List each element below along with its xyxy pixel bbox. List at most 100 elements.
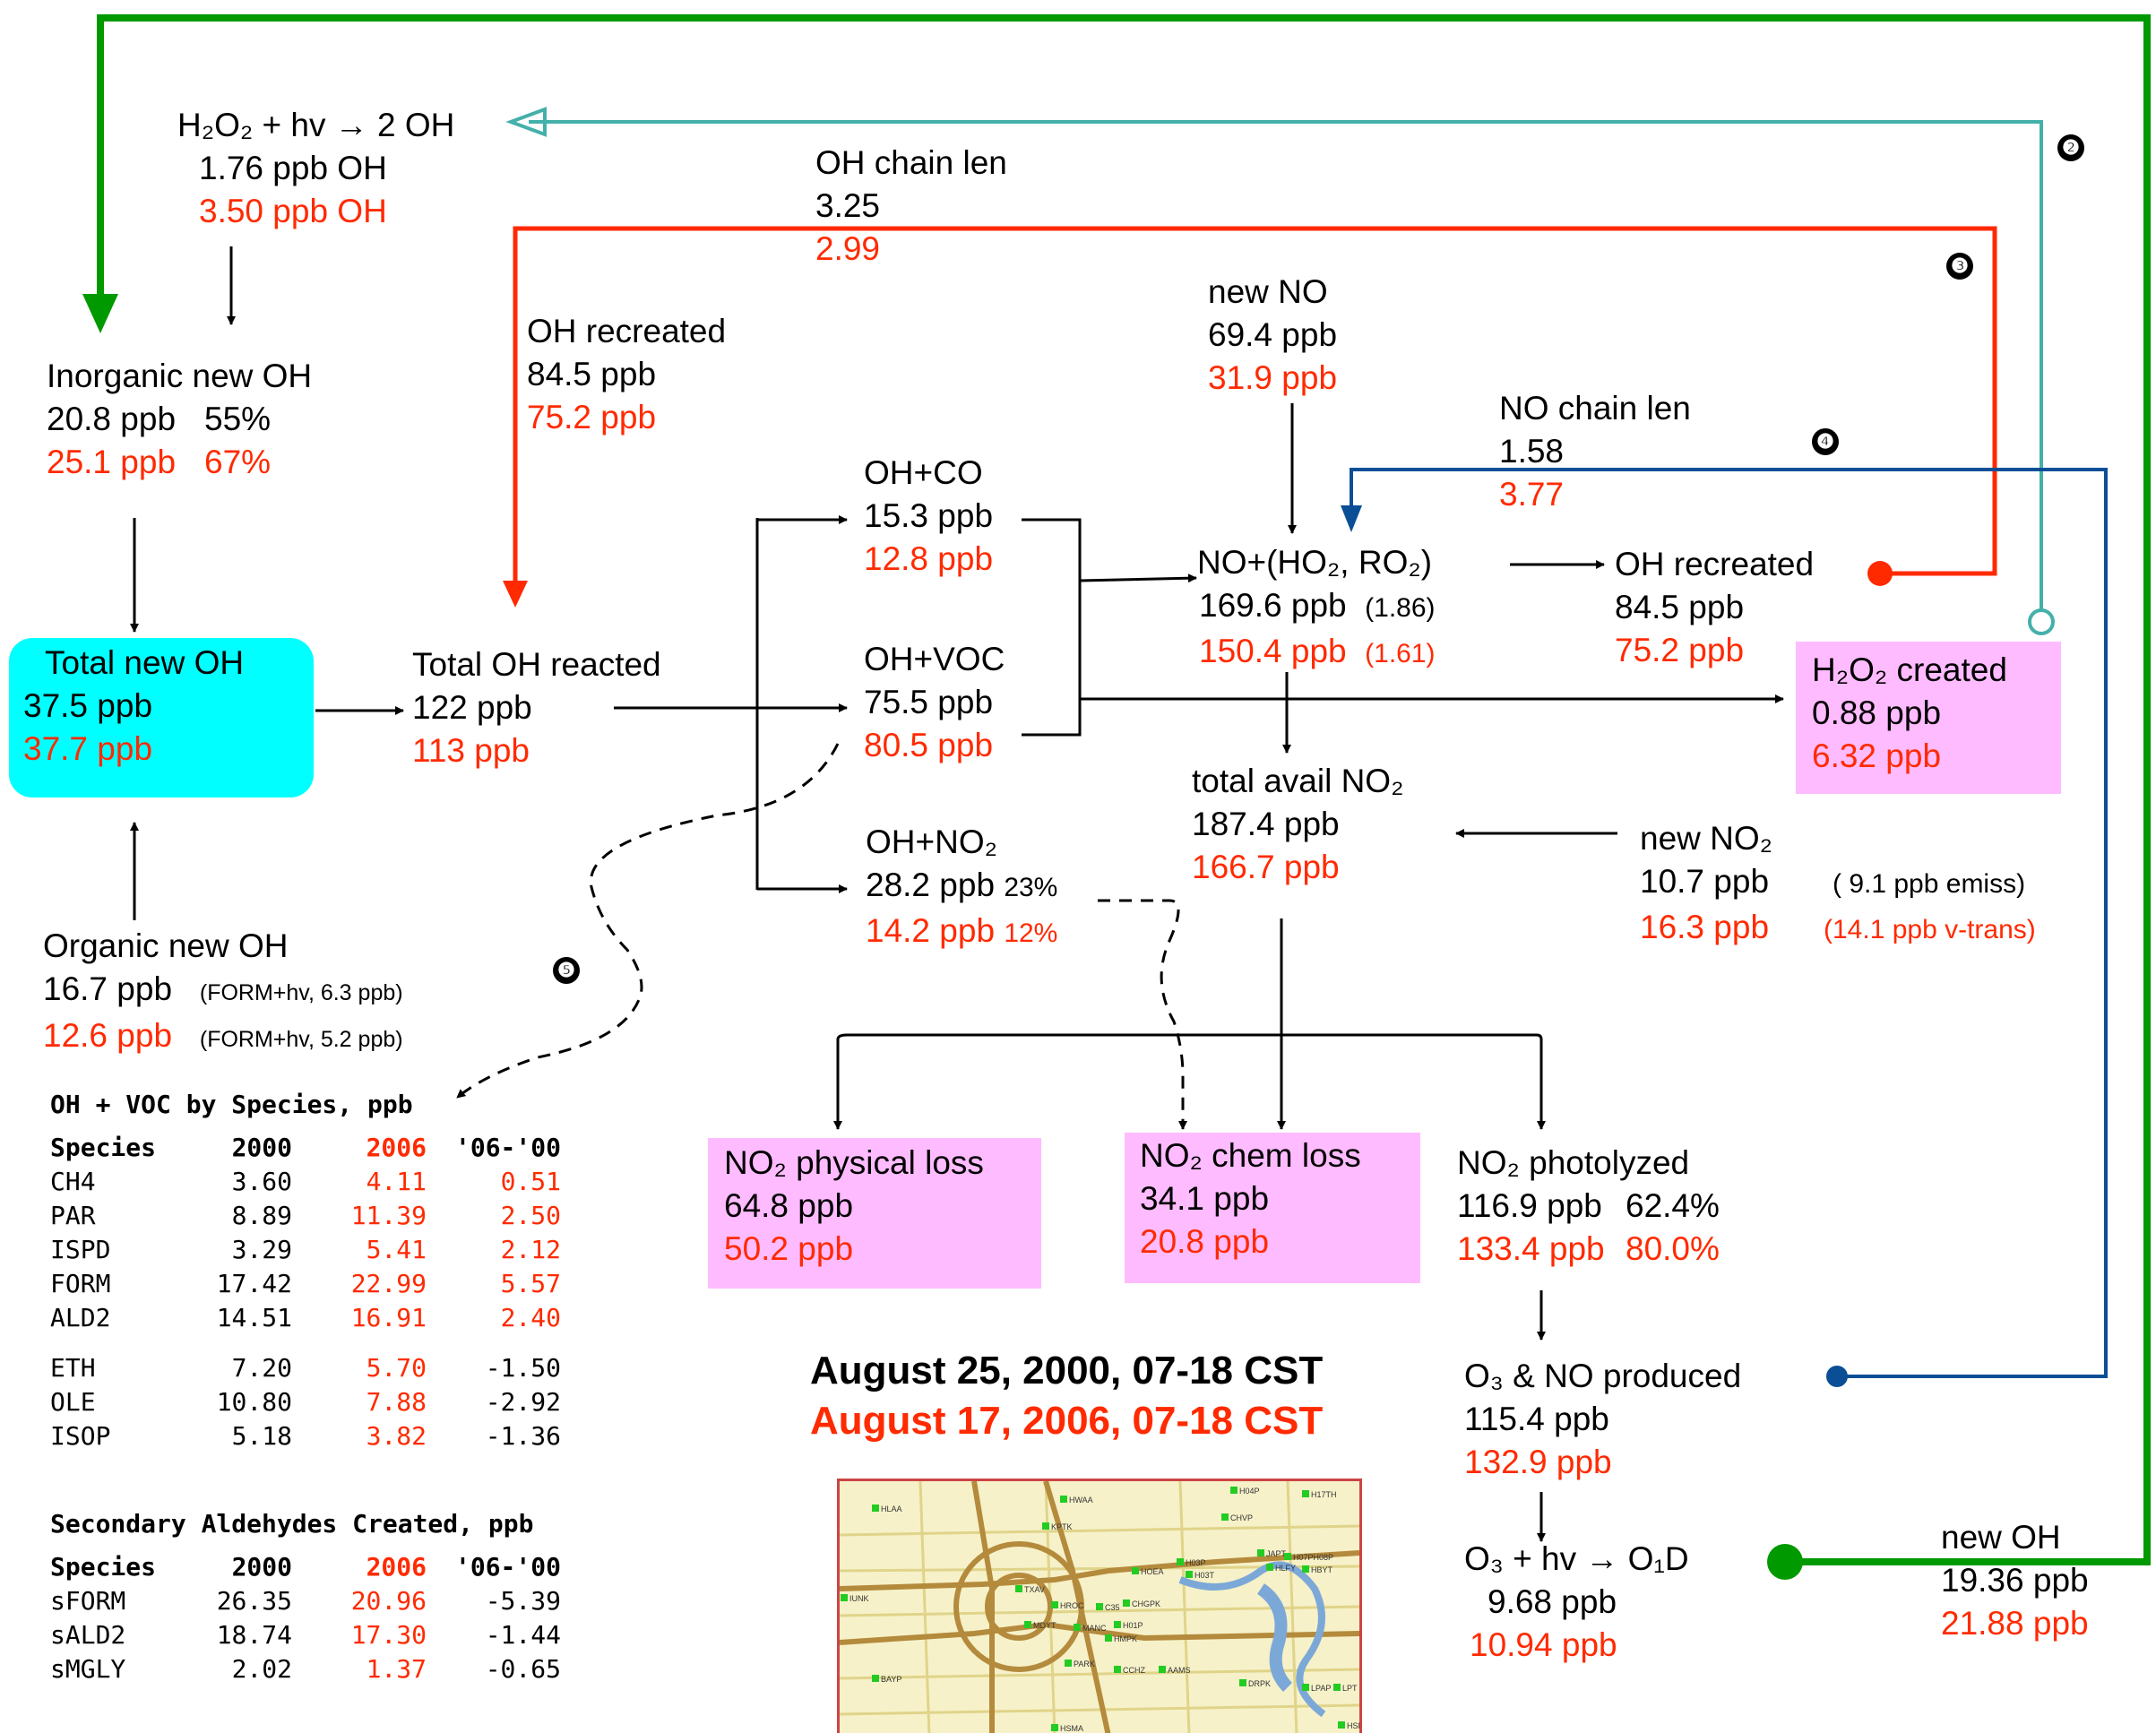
- value-2006-cell: 16.91: [350, 1303, 427, 1332]
- species-cell: ISPD: [50, 1235, 111, 1264]
- percent-2006: 80.0%: [1626, 1230, 1720, 1267]
- value-2000: 122 ppb: [412, 689, 532, 726]
- difference-cell: 0.51: [500, 1167, 561, 1196]
- value-2006: 14.2 ppb: [866, 912, 996, 949]
- species-cell: OLE: [50, 1387, 96, 1417]
- species-cell: sMGLY: [50, 1654, 126, 1684]
- green-arrowhead: [82, 294, 118, 333]
- value-2000-cell: 2.02: [231, 1654, 292, 1684]
- value-2006: 6.32 ppb: [1812, 737, 1942, 774]
- source-2006: (14.1 ppb v-trans): [1824, 915, 2036, 944]
- species-cell: ISOP: [50, 1421, 111, 1451]
- header-diff: '06-'00: [454, 1552, 561, 1582]
- monitor-pin: [1284, 1553, 1291, 1560]
- h2o2-created-box: [1796, 642, 2061, 794]
- species-cell: ALD2: [50, 1303, 111, 1332]
- value-2000: 34.1 ppb: [1140, 1180, 1270, 1217]
- node-title: OH+VOC: [864, 641, 1005, 677]
- value-2000-cell: 18.74: [216, 1620, 292, 1650]
- species-cell: ETH: [50, 1353, 96, 1383]
- blue-arrowhead: [1341, 505, 1362, 532]
- node-title: NO₂ photolyzed: [1457, 1144, 1690, 1181]
- value-2006: 3.50 ppb OH: [199, 193, 387, 229]
- header-2000: 2000: [231, 1552, 292, 1582]
- monitor-pin: [1024, 1621, 1031, 1628]
- value-2006-cell: 20.96: [350, 1586, 427, 1616]
- header-2000: 2000: [231, 1133, 292, 1162]
- value-2006-cell: 1.37: [366, 1654, 427, 1684]
- value-2006: 75.2 ppb: [1615, 632, 1745, 668]
- oh-chain-len-node: OH chain len 3.25 2.99: [815, 142, 1007, 271]
- monitor-label: H03T: [1194, 1571, 1215, 1580]
- monitor-pin: [1105, 1634, 1112, 1642]
- arrow-to-noho2: [1079, 573, 1197, 583]
- table-row: ALD2 14.51 16.91 2.40: [50, 1301, 561, 1335]
- monitor-label: HROC: [1060, 1601, 1084, 1610]
- species-cell: sFORM: [50, 1586, 126, 1616]
- monitor-label: CHVP: [1230, 1513, 1253, 1522]
- value-2000: 75.5 ppb: [864, 684, 994, 720]
- value-2006-cell: 17.30: [350, 1620, 427, 1650]
- row-2006: 14.2 ppb 12%: [866, 910, 1057, 955]
- monitor-label: KPTK: [1051, 1522, 1073, 1531]
- value-2006: 133.4 ppb: [1457, 1230, 1605, 1267]
- no-chain-len-node: NO chain len 1.58 3.77: [1499, 387, 1691, 516]
- node-title: H₂O₂ + hv → 2 OH: [177, 107, 455, 143]
- marker-3: ❸: [1946, 253, 1973, 280]
- value-2006: 12.8 ppb: [864, 540, 994, 577]
- value-2000: 16.7 ppb: [43, 970, 173, 1007]
- dashed-ohno2-to-chemloss: [1098, 899, 1187, 1130]
- secondary-aldehydes-table: Secondary Aldehydes Created, ppb Species…: [50, 1507, 561, 1686]
- monitor-label: CCHZ: [1123, 1666, 1145, 1675]
- oh-voc-node: OH+VOC 75.5 ppb 80.5 ppb: [864, 638, 1005, 767]
- value-2000-cell: 14.51: [216, 1303, 292, 1332]
- monitor-label: HLAA: [881, 1505, 902, 1513]
- monitor-label: MDYT: [1033, 1621, 1056, 1630]
- monitor-pin: [1123, 1599, 1130, 1607]
- monitor-pin: [1177, 1558, 1184, 1565]
- percent-2006: 12%: [1004, 918, 1058, 948]
- value-2006-cell: 7.88: [366, 1387, 427, 1417]
- oh-recreated-left-node: OH recreated 84.5 ppb 75.2 ppb: [527, 310, 726, 439]
- monitor-label: HMPK: [1114, 1634, 1137, 1643]
- node-title: O₃ & NO produced: [1464, 1358, 1742, 1394]
- new-no-node: new NO 69.4 ppb 31.9 ppb: [1208, 271, 1337, 400]
- node-title: NO+(HO₂, RO₂): [1197, 544, 1433, 581]
- monitor-pin: [1338, 1721, 1345, 1729]
- value-2000-cell: 8.89: [231, 1201, 292, 1230]
- value-2006: 21.88 ppb: [1941, 1605, 2089, 1642]
- value-2006-cell: 11.39: [350, 1201, 427, 1230]
- merge-bracket: [1022, 518, 1082, 737]
- monitor-label: AAMS: [1168, 1666, 1191, 1675]
- monitor-pin: [1257, 1549, 1264, 1556]
- node-title: OH recreated: [1615, 546, 1815, 582]
- value-2006: 80.5 ppb: [864, 727, 994, 763]
- node-title: NO₂ physical loss: [724, 1144, 984, 1181]
- ratio-2000: (1.86): [1365, 593, 1436, 623]
- value-2000: 69.4 ppb: [1208, 316, 1338, 353]
- difference-cell: 2.40: [500, 1303, 561, 1332]
- node-title: NO chain len: [1499, 390, 1691, 427]
- no2-physical-loss-box: [708, 1138, 1041, 1289]
- o3-hv-node: O₃ + hv → O₁D 9.68 ppb 10.94 ppb: [1464, 1538, 1689, 1667]
- monitor-pin: [841, 1594, 848, 1601]
- value-2006: 3.77: [1499, 476, 1565, 513]
- header-2006: 2006: [366, 1133, 427, 1162]
- monitor-label: PARK: [1074, 1660, 1095, 1668]
- value-2000-cell: 17.42: [216, 1269, 292, 1298]
- difference-cell: -5.39: [485, 1586, 561, 1616]
- value-2000: 20.8 ppb: [47, 401, 177, 437]
- monitor-pin: [1051, 1601, 1058, 1608]
- row-2006: 133.4 ppb 80.0%: [1457, 1228, 1720, 1271]
